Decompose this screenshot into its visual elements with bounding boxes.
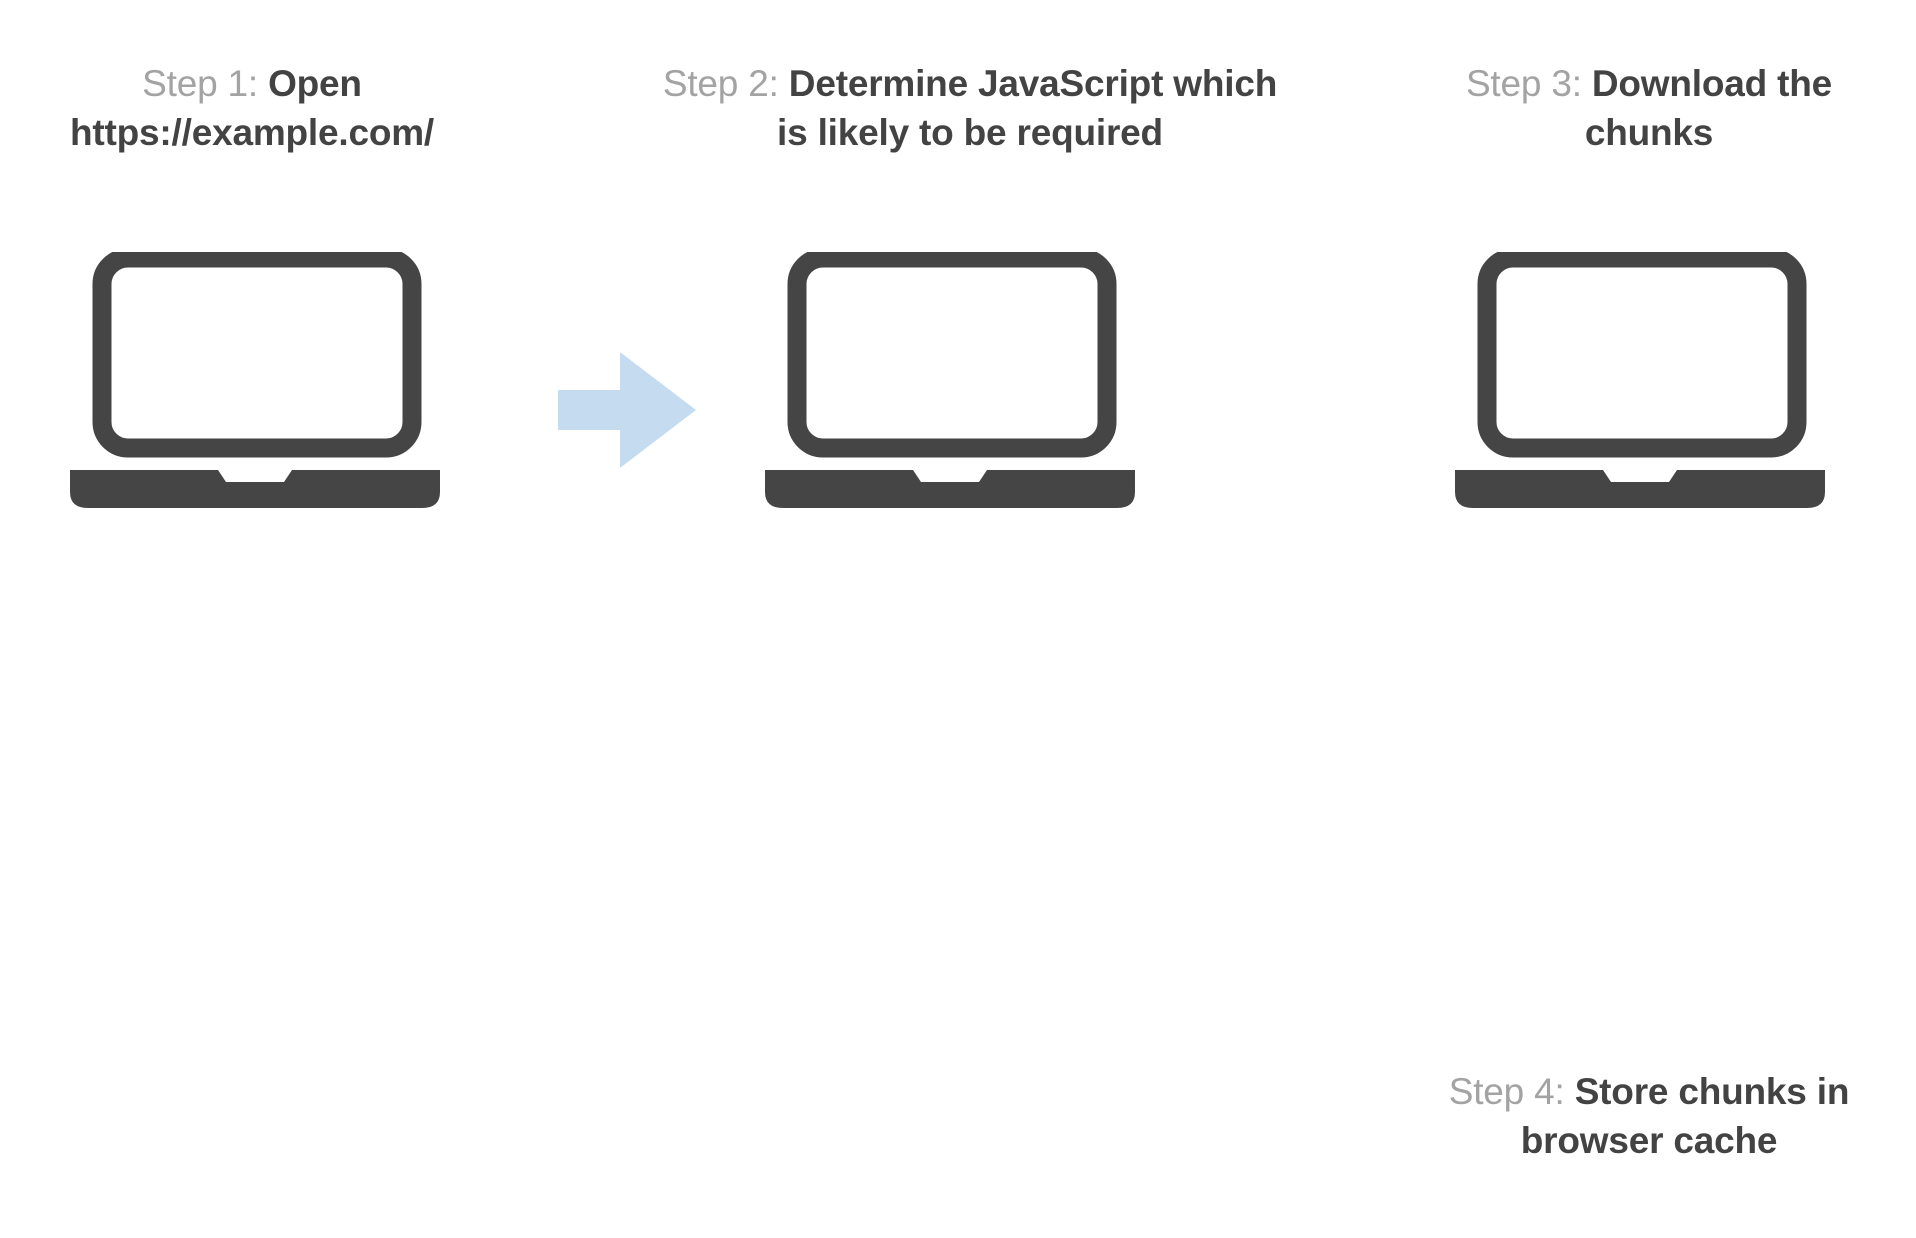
step-1-strong-label: Open https://example.com/ (69, 63, 435, 153)
step-2-caption: Step 2: Determine JavaScript which is li… (660, 60, 1280, 158)
step-4-strong-label: Store chunks in browser cache (1520, 1071, 1850, 1161)
laptop-icon (70, 248, 490, 582)
step-4-lead-label: Step 4: (1448, 1071, 1575, 1112)
step-2-strong-label: Determine JavaScript which is likely to … (777, 63, 1278, 153)
step-1-lead-label: Step 1: (142, 63, 269, 104)
step-1-caption: Step 1: Open https://example.com/ (32, 60, 472, 158)
step-4-caption: Step 4: Store chunks in browser cache (1414, 1068, 1884, 1166)
laptop-icon (1455, 248, 1875, 582)
step-2-lead-label: Step 2: (662, 63, 789, 104)
arrow-right-icon (558, 350, 708, 470)
step-3-strong-label: Download the chunks (1584, 63, 1833, 153)
step-3-lead-label: Step 3: (1465, 63, 1592, 104)
step-3-caption: Step 3: Download the chunks (1414, 60, 1884, 158)
laptop-icon (765, 248, 1185, 582)
